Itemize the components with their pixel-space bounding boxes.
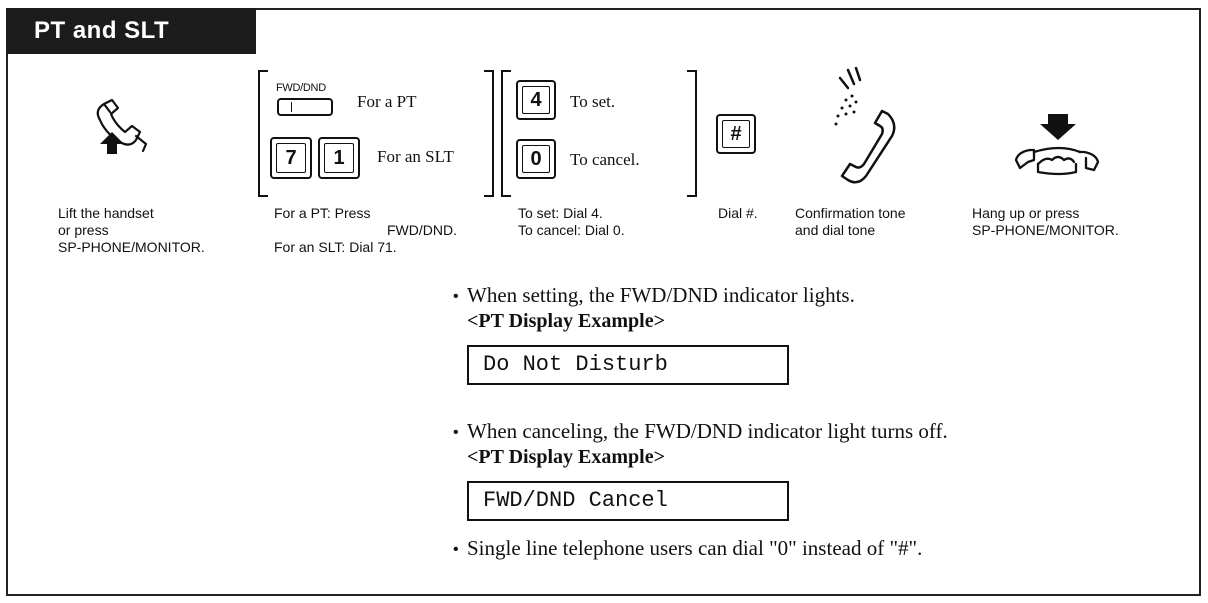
set-cancel-caption-line1: To set: Dial 4. [518, 205, 603, 221]
for-pt-label: For a PT [357, 92, 417, 111]
bracket-right-2 [687, 70, 697, 197]
key-hash: # [716, 114, 756, 154]
key-1: 1 [318, 137, 360, 179]
set-note: When setting, the FWD/DND indicator ligh… [467, 283, 855, 307]
bracket-left-2 [501, 70, 511, 197]
section-frame [6, 8, 1201, 596]
to-cancel-label: To cancel. [570, 150, 640, 169]
fwd-dnd-led [281, 102, 292, 112]
key-hash-label: # [722, 120, 750, 148]
slt-note: Single line telephone users can dial "0"… [467, 536, 923, 560]
fwd-caption-line3: For an SLT: Dial 71. [274, 239, 397, 255]
bracket-right-1 [484, 70, 494, 197]
fwd-dnd-button [277, 98, 333, 116]
bullet-3: • [453, 541, 459, 558]
bullet-2: • [453, 424, 459, 441]
handset-lift-icon [96, 98, 148, 154]
cancel-note: When canceling, the FWD/DND indicator li… [467, 419, 948, 443]
for-slt-label: For an SLT [377, 147, 454, 166]
lift-caption-line2: or press [58, 222, 109, 238]
bracket-left-1 [258, 70, 268, 197]
display-example-heading-1: <PT Display Example> [467, 310, 666, 332]
key-4: 4 [516, 80, 556, 120]
handset-tone-icon [834, 66, 896, 184]
section-title: PT and SLT [6, 8, 256, 54]
fwd-caption-line1: For a PT: Press [274, 205, 371, 221]
confirm-caption-line1: Confirmation tone [795, 205, 906, 221]
fwd-dnd-button-label: FWD/DND [276, 82, 326, 94]
key-4-label: 4 [522, 86, 550, 114]
dial-hash-caption: Dial #. [718, 205, 758, 221]
lift-caption-line3: SP-PHONE/MONITOR. [58, 239, 205, 255]
confirm-caption-line2: and dial tone [795, 222, 876, 238]
hangup-caption-line1: Hang up or press [972, 205, 1080, 221]
key-1-label: 1 [324, 143, 354, 173]
lift-caption-line1: Lift the handset [58, 205, 154, 221]
key-0: 0 [516, 139, 556, 179]
handset-hangup-icon [1014, 114, 1100, 176]
key-7: 7 [270, 137, 312, 179]
display-do-not-disturb: Do Not Disturb [467, 345, 789, 385]
to-set-label: To set. [570, 92, 616, 111]
key-0-label: 0 [522, 145, 550, 173]
bullet-1: • [453, 288, 459, 305]
set-cancel-caption-line2: To cancel: Dial 0. [518, 222, 625, 238]
hangup-caption-line2: SP-PHONE/MONITOR. [972, 222, 1119, 238]
display-example-heading-2: <PT Display Example> [467, 446, 666, 468]
display-fwd-dnd-cancel: FWD/DND Cancel [467, 481, 789, 521]
fwd-caption-line2: FWD/DND. [387, 222, 457, 238]
key-7-label: 7 [276, 143, 306, 173]
